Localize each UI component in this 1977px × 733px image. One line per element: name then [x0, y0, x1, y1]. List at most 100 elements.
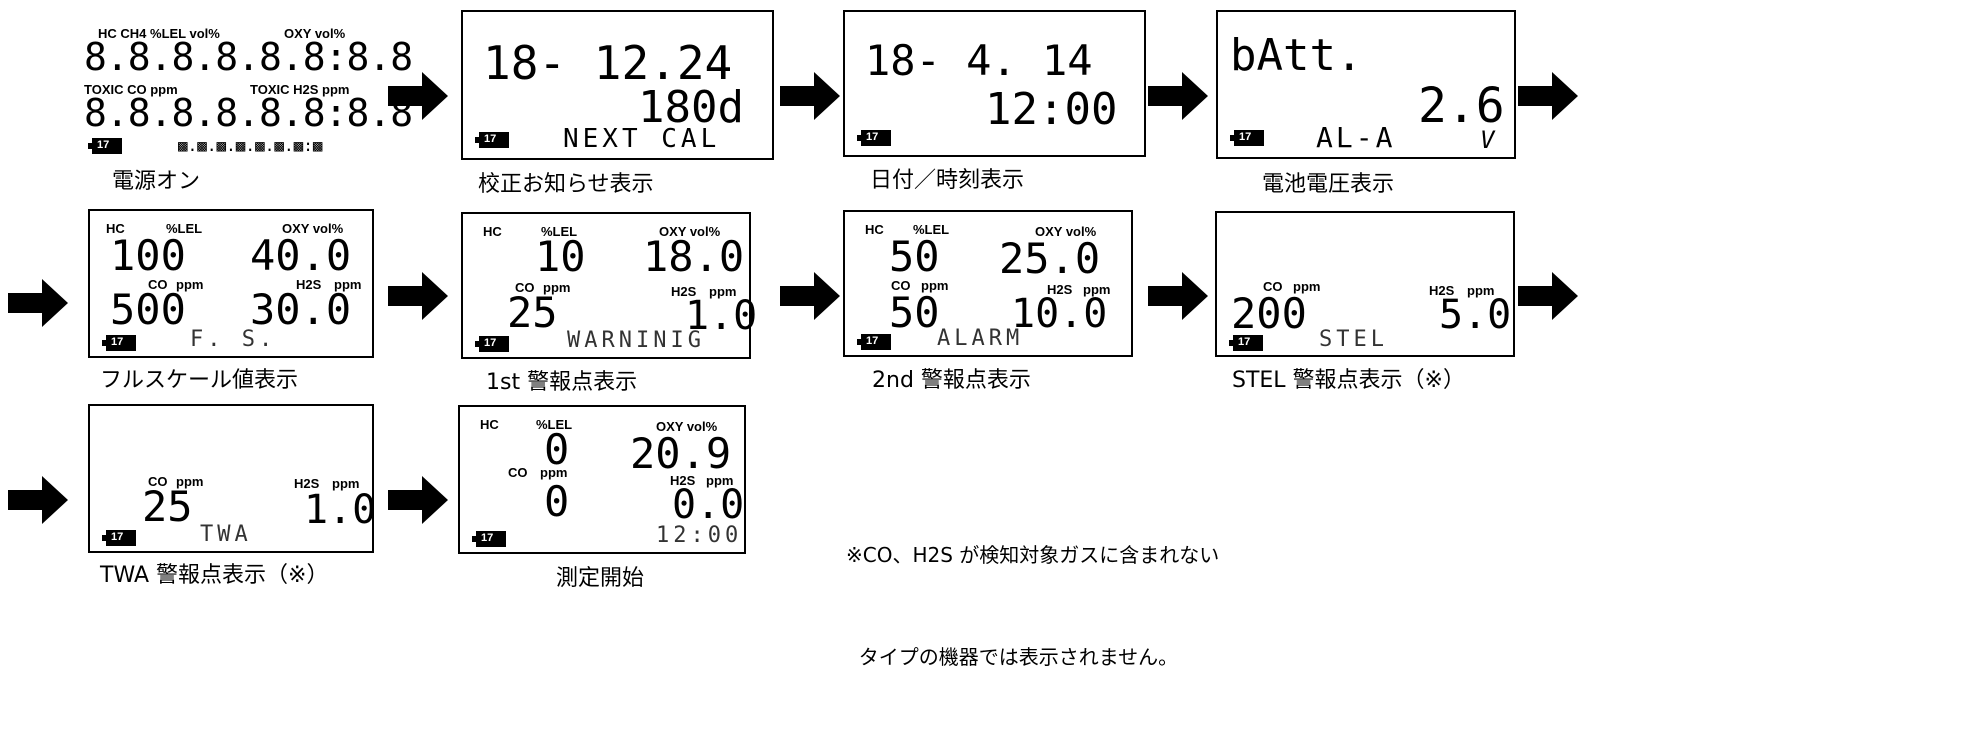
value-oxy: 20.9	[630, 429, 732, 478]
label-hc: HC	[480, 417, 499, 432]
caption-second-alarm: 2nd 警報点表示	[872, 368, 1031, 393]
lcd-panel-stel: CO ppm H2S ppm 200 5.0 17 STEL	[1215, 211, 1515, 357]
caption-first-alarm: 1st 警報点表示	[486, 370, 638, 395]
label-co: CO	[508, 465, 528, 480]
mode-label: ALARM	[937, 326, 1024, 351]
header-toxic-co: TOXIC CO ppm	[84, 82, 178, 97]
alarm-a-label: AL-A	[1316, 121, 1396, 154]
battery-icon: 17	[857, 130, 891, 146]
lcd-panel-calibration-notice: 18- 12.24 180d 17 NEXT CAL	[461, 10, 774, 160]
batt-label: bAtt.	[1230, 30, 1363, 81]
arrow-right-icon	[8, 279, 68, 327]
header-oxy: OXY vol%	[284, 26, 346, 41]
label-oxy: OXY vol%	[282, 221, 344, 236]
caption-stel: STEL 警報点表示（※）	[1232, 368, 1465, 393]
caption-battery-voltage: 電池電圧表示	[1262, 172, 1395, 197]
lcd-panel-measurement-start: HC %LEL OXY vol% 0 20.9 CO ppm H2S ppm 0…	[458, 405, 746, 554]
value-h2s: 5.0	[1439, 292, 1512, 338]
label-ppm: ppm	[1467, 283, 1495, 298]
label-co: CO	[891, 278, 911, 293]
label-h2s: H2S	[296, 277, 322, 292]
label-ppm: ppm	[543, 280, 571, 295]
digits-mid: 8.8.8.8.8.8:8.8	[84, 91, 413, 135]
caption-twa: TWA 警報点表示（※）	[100, 563, 329, 588]
arrow-right-icon	[388, 72, 448, 120]
mode-label: F. S.	[190, 327, 277, 352]
label-oxy: OXY vol%	[659, 224, 721, 239]
label-ppm: ppm	[1293, 279, 1321, 294]
label-ppm: ppm	[332, 476, 360, 491]
label-co: CO	[148, 474, 168, 489]
label-co: CO	[148, 277, 168, 292]
arrow-right-icon	[780, 72, 840, 120]
battery-icon: 17	[1229, 335, 1263, 351]
mode-label: STEL	[1319, 327, 1388, 352]
lcd-panel-twa: CO ppm H2S ppm 25 1.0 17 TWA	[88, 404, 377, 553]
value-co: 25	[507, 288, 558, 337]
label-h2s: H2S	[1429, 283, 1455, 298]
digits-top: 8.8.8.8.8.8:8.8	[84, 35, 413, 79]
battery-icon: 17	[857, 334, 891, 350]
segments-bottom: ▩.▩.▩.▩.▩.▩.▩:▩	[178, 136, 323, 155]
date-line: 18- 12.24	[483, 36, 733, 90]
lcd-panel-full-scale: HC %LEL OXY vol% 100 40.0 CO ppm H2S ppm…	[88, 209, 374, 358]
value-co: 0	[544, 477, 570, 526]
arrow-right-icon	[780, 272, 840, 320]
label-co: CO	[515, 280, 535, 295]
value-oxy: 40.0	[250, 231, 352, 280]
next-cal-label: NEXT CAL	[563, 124, 721, 154]
caption-date-time: 日付／時刻表示	[870, 168, 1025, 193]
footnote-line-1: ※CO、H2S が検知対象ガスに含まれない	[846, 543, 1220, 567]
value-co: 200	[1231, 289, 1307, 338]
value-h2s: 1.0	[685, 293, 758, 339]
value-lel: 0	[544, 425, 570, 474]
label-ppm: ppm	[334, 277, 362, 292]
label-hc: HC	[483, 224, 502, 239]
caption-measurement-start: 測定開始	[556, 566, 645, 591]
battery-icon: 17	[102, 530, 136, 546]
lcd-panel-date-time: 18- 4. 14 12:00 17	[843, 10, 1146, 157]
voltage-value: 2.6	[1418, 78, 1505, 134]
value-lel: 50	[889, 232, 940, 281]
header-toxic-h2s: TOXIC H2S ppm	[250, 82, 350, 97]
label-ppm: ppm	[176, 474, 204, 489]
value-h2s: 1.0	[304, 487, 377, 533]
label-h2s: H2S	[294, 476, 320, 491]
value-co: 500	[110, 285, 186, 334]
label-ppm: ppm	[706, 473, 734, 488]
label-co: CO	[1263, 279, 1283, 294]
mode-label: WARNINIG	[567, 328, 705, 353]
label-h2s: H2S	[1047, 282, 1073, 297]
value-h2s: 0.0	[672, 482, 745, 528]
date-line: 18- 4. 14	[865, 36, 1093, 85]
lcd-panel-first-alarm: HC %LEL OXY vol% 10 18.0 CO ppm H2S ppm …	[461, 212, 757, 359]
label-ppm: ppm	[921, 278, 949, 293]
label-h2s: H2S	[671, 284, 697, 299]
value-oxy: 25.0	[999, 234, 1101, 283]
caption-power-on: 電源オン	[112, 169, 201, 194]
arrow-right-icon	[388, 476, 448, 524]
battery-icon: 17	[88, 138, 122, 154]
battery-icon: 17	[102, 335, 136, 351]
arrow-right-icon	[1148, 272, 1208, 320]
label-ppm: ppm	[709, 284, 737, 299]
label-oxy: OXY vol%	[656, 419, 718, 434]
arrow-right-icon	[8, 476, 68, 524]
arrow-right-icon	[1518, 272, 1578, 320]
label-hc: HC	[106, 221, 125, 236]
value-h2s: 30.0	[250, 285, 352, 334]
label-ppm: ppm	[1083, 282, 1111, 297]
caption-calibration-notice: 校正お知らせ表示	[478, 172, 654, 197]
value-lel: 100	[110, 231, 186, 280]
label-lel: %LEL	[541, 224, 578, 239]
label-oxy: OXY vol%	[1035, 224, 1097, 239]
battery-icon: 17	[475, 132, 509, 148]
volt-unit: V	[1480, 126, 1495, 154]
value-lel: 10	[535, 232, 586, 281]
value-h2s: 10.0	[1011, 291, 1108, 337]
value-co: 25	[142, 482, 193, 531]
label-ppm: ppm	[176, 277, 204, 292]
label-hc: HC	[865, 222, 884, 237]
lcd-panel-power-on: HC CH4 %LEL vol% OXY vol% 8.8.8.8.8.8:8.…	[68, 8, 413, 158]
time-value: 12:00	[985, 84, 1118, 135]
